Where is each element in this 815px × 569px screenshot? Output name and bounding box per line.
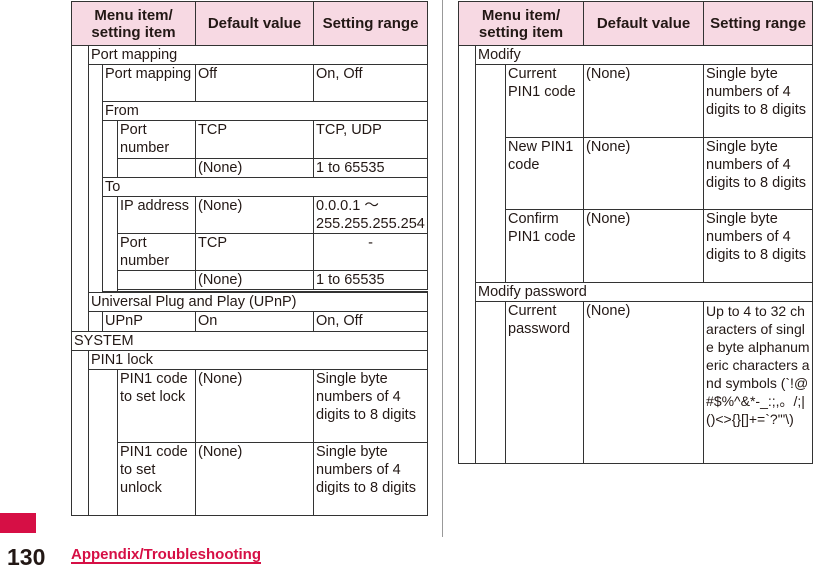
default-upnp: On	[195, 311, 314, 332]
default-to-ip-address: (None)	[195, 196, 314, 234]
range-pin1-code-lock: Single byte numbers of 4 digits to 8 dig…	[313, 369, 428, 443]
indent-cell	[88, 369, 118, 516]
indent-cell	[71, 350, 89, 516]
range-to-port-number-2: 1 to 65535	[313, 270, 428, 290]
settings-table-left: Menu item/ setting item Default value Se…	[71, 1, 428, 516]
range-from-port-number-2: 1 to 65535	[313, 158, 428, 178]
empty-cell	[117, 158, 196, 178]
range-upnp: On, Off	[313, 311, 428, 332]
section-system: SYSTEM	[71, 331, 428, 351]
section-upnp: Universal Plug and Play (UPnP)	[88, 292, 428, 312]
default-from-port-number-2: (None)	[195, 158, 314, 178]
range-current-pin1-code: Single byte numbers of 4 digits to 8 dig…	[703, 64, 814, 138]
header-menu-item: Menu item/ setting item	[457, 1, 585, 46]
item-current-password: Current password	[504, 301, 585, 464]
range-to-port-number: -	[313, 233, 428, 271]
range-from-port-number: TCP, UDP	[313, 120, 428, 159]
indent-cell	[475, 301, 506, 464]
item-from-port-number: Port number	[117, 120, 196, 159]
item-upnp: UPnP	[102, 311, 196, 332]
header-default-value: Default value	[583, 1, 705, 46]
range-pin1-code-unlock: Single byte numbers of 4 digits to 8 dig…	[313, 442, 428, 516]
range-port-mapping: On, Off	[313, 64, 428, 102]
default-to-port-number: TCP	[195, 233, 314, 271]
header-menu-item: Menu item/ setting item	[71, 1, 196, 46]
section-modify: Modify	[474, 45, 814, 65]
range-confirm-pin1-code: Single byte numbers of 4 digits to 8 dig…	[703, 209, 814, 283]
item-current-pin1-code: Current PIN1 code	[504, 64, 585, 138]
indent-cell	[88, 311, 103, 332]
default-from-port-number: TCP	[195, 120, 314, 159]
section-modify-password: Modify password	[474, 282, 814, 302]
indent-cell	[102, 196, 118, 292]
indent-cell	[102, 120, 118, 178]
default-confirm-pin1-code: (None)	[583, 209, 705, 283]
empty-cell	[117, 270, 196, 290]
range-new-pin1-code: Single byte numbers of 4 digits to 8 dig…	[703, 137, 814, 210]
item-pin1-code-lock: PIN1 code to set lock	[117, 369, 196, 443]
indent-cell	[458, 45, 476, 464]
default-pin1-code-lock: (None)	[195, 369, 314, 443]
default-new-pin1-code: (None)	[583, 137, 705, 210]
default-to-port-number-2: (None)	[195, 270, 314, 290]
range-current-password: Up to 4 to 32 characters of single byte …	[703, 301, 814, 464]
indent-cell	[475, 64, 506, 283]
default-current-pin1-code: (None)	[583, 64, 705, 138]
indent-cell	[88, 64, 103, 293]
default-port-mapping: Off	[195, 64, 314, 102]
header-setting-range: Setting range	[313, 1, 428, 46]
section-title-link[interactable]: Appendix/Troubleshooting	[71, 546, 261, 563]
indent-cell	[71, 45, 89, 332]
settings-table-right: Menu item/ setting item Default value Se…	[457, 1, 814, 464]
subsection-from: From	[102, 101, 428, 121]
default-pin1-code-unlock: (None)	[195, 442, 314, 516]
section-port-mapping: Port mapping	[88, 45, 428, 65]
header-setting-range: Setting range	[703, 1, 814, 46]
page-number: 130	[7, 544, 46, 569]
item-to-port-number: Port number	[117, 233, 196, 271]
range-to-ip-address: 0.0.0.1 ～ 255.255.255.254	[313, 196, 428, 234]
subsection-to: To	[102, 177, 428, 197]
item-to-ip-address: IP address	[117, 196, 196, 234]
item-port-mapping: Port mapping	[102, 64, 196, 102]
default-current-password: (None)	[583, 301, 705, 464]
column-divider	[442, 0, 443, 537]
item-new-pin1-code: New PIN1 code	[504, 137, 585, 210]
header-default-value: Default value	[195, 1, 314, 46]
item-pin1-code-unlock: PIN1 code to set unlock	[117, 442, 196, 516]
section-pin1-lock: PIN1 lock	[88, 350, 428, 370]
item-confirm-pin1-code: Confirm PIN1 code	[504, 209, 585, 283]
page-tab-marker	[0, 513, 36, 533]
